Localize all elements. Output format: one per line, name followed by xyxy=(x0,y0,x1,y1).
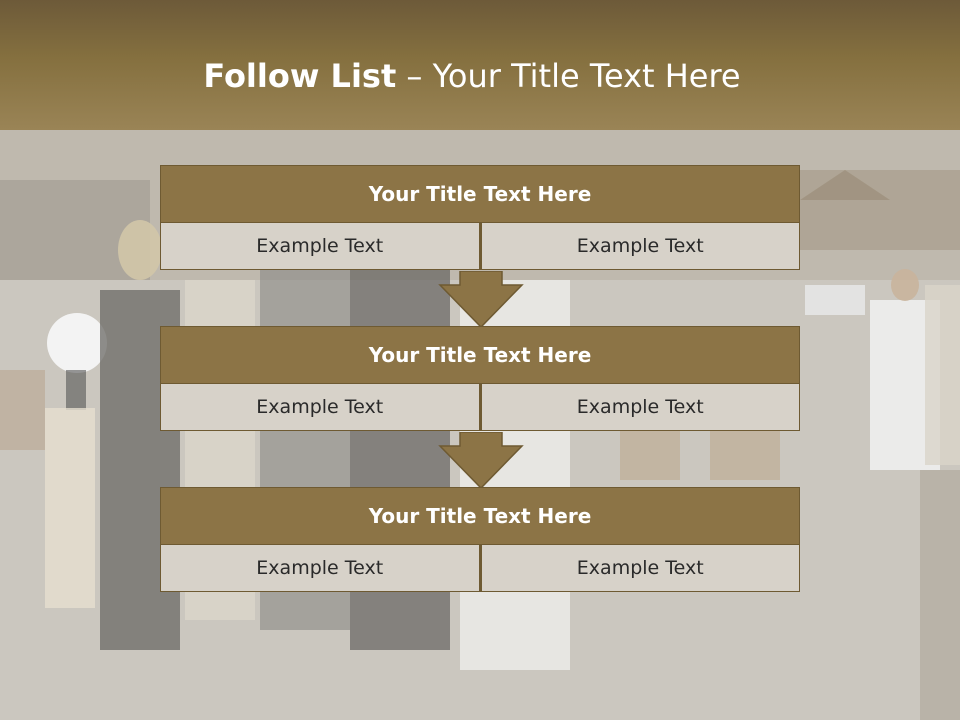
slide-title-bold: Follow List xyxy=(203,57,397,95)
block-cell-left: Example Text xyxy=(160,544,480,592)
block-cell-left: Example Text xyxy=(160,383,480,431)
block-title: Your Title Text Here xyxy=(160,487,800,544)
block-cell-right: Example Text xyxy=(479,222,800,270)
list-block-3: Your Title Text Here Example Text Exampl… xyxy=(160,487,800,592)
down-arrow-icon xyxy=(438,271,524,329)
list-block-1: Your Title Text Here Example Text Exampl… xyxy=(160,165,800,270)
header-band xyxy=(0,0,960,130)
block-cell-left: Example Text xyxy=(160,222,480,270)
block-row: Example Text Example Text xyxy=(160,222,800,270)
down-arrow-icon xyxy=(438,432,524,490)
block-row: Example Text Example Text xyxy=(160,544,800,592)
list-block-2: Your Title Text Here Example Text Exampl… xyxy=(160,326,800,431)
block-title: Your Title Text Here xyxy=(160,165,800,222)
block-cell-right: Example Text xyxy=(479,383,800,431)
slide-title: Follow List – Your Title Text Here xyxy=(0,54,944,98)
block-row: Example Text Example Text xyxy=(160,383,800,431)
block-cell-right: Example Text xyxy=(479,544,800,592)
slide-title-rest: – Your Title Text Here xyxy=(396,57,741,95)
block-title: Your Title Text Here xyxy=(160,326,800,383)
